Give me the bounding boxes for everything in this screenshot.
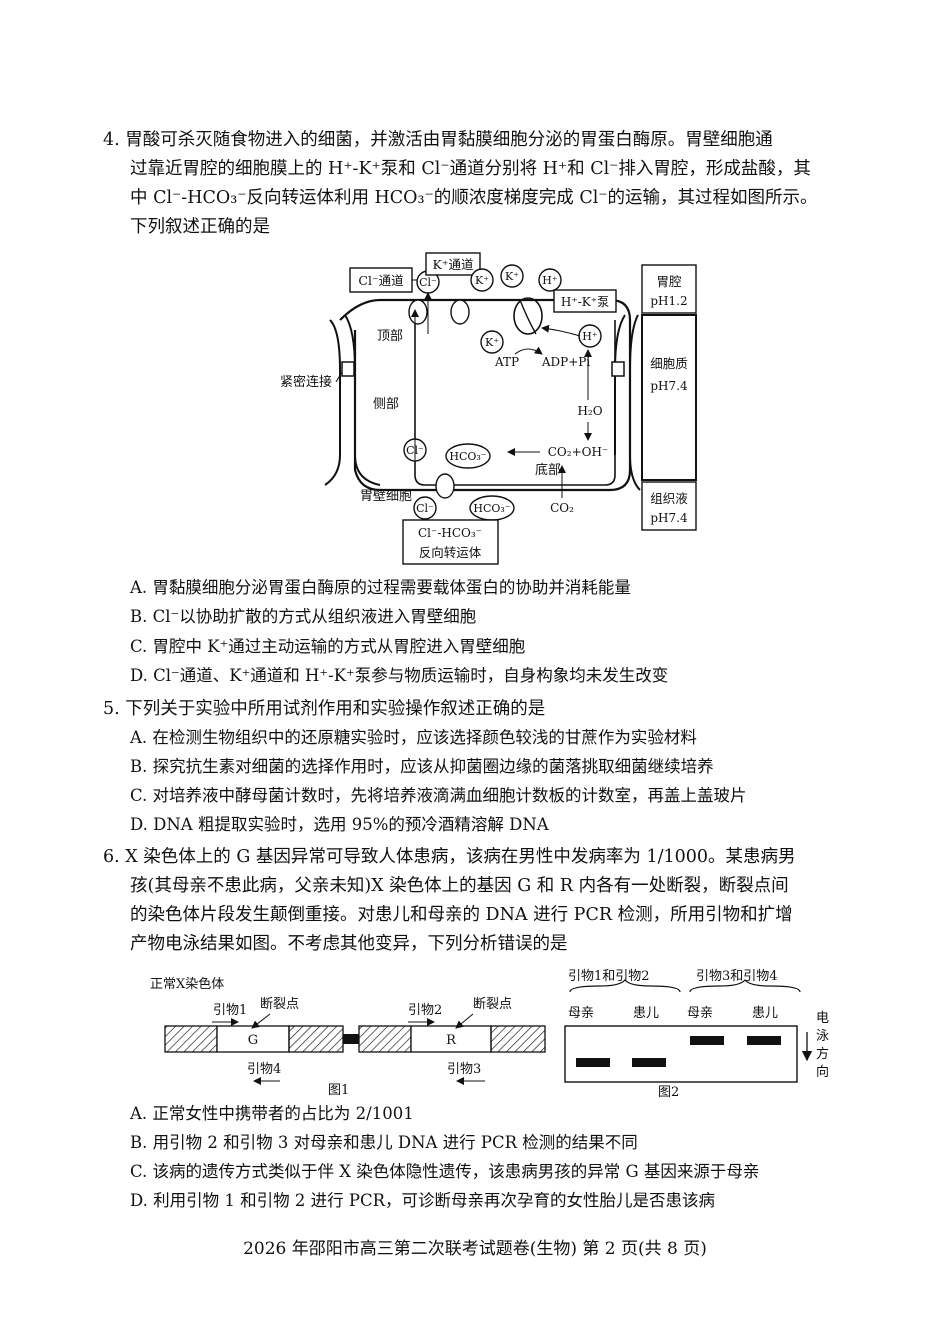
tissue-fluid-label: 组织液 <box>650 491 688 506</box>
primer4-label: 引物4 <box>247 1062 281 1077</box>
tissue-fluid-ph: pH7.4 <box>650 511 688 525</box>
q6-line-2: 孩(其母亲不患此病，父亲未知)X 染色体上的基因 G 和 R 内各有一处断裂，断… <box>130 876 789 896</box>
q4-line-2: 过靠近胃腔的细胞膜上的 H⁺-K⁺泵和 Cl⁻通道分别将 H⁺和 Cl⁻排入胃腔… <box>130 159 811 179</box>
k-ion-inside: K⁺ <box>485 336 499 349</box>
q4-option-b[interactable]: B. Cl⁻以协助扩散的方式从组织液进入胃壁细胞 <box>130 607 477 626</box>
gene-r-label: R <box>446 1033 457 1048</box>
adp-label: ADP+Pi <box>541 355 590 369</box>
side-label: 侧部 <box>373 397 399 412</box>
co2-label: CO₂ <box>550 501 574 515</box>
cell-membrane-outer <box>339 298 632 492</box>
fig2-mother-2: 母亲 <box>687 1006 713 1021</box>
q4-option-c[interactable]: C. 胃腔中 K⁺通过主动运输的方式从胃腔进入胃壁细胞 <box>130 637 526 656</box>
direction-char-4: 向 <box>816 1064 829 1080</box>
q6-line-3: 的染色体片段发生颠倒重接。对患儿和母亲的 DNA 进行 PCR 检测，所用引物和… <box>130 905 793 925</box>
q6-option-d[interactable]: D. 利用引物 1 和引物 2 进行 PCR，可诊断母亲再次孕育的女性胎儿是否患… <box>130 1191 716 1210</box>
tight-junction-right <box>611 361 625 377</box>
direction-char-2: 泳 <box>816 1029 829 1044</box>
q4-line-3: 中 Cl⁻-HCO₃⁻反向转运体利用 HCO₃⁻的顺浓度梯度完成 Cl⁻的运输，… <box>130 188 818 208</box>
break-label-2: 断裂点 <box>473 997 512 1012</box>
k-channel-label: K⁺通道 <box>433 257 474 272</box>
antiporter-shape <box>435 473 455 499</box>
direction-char-1: 电 <box>816 1011 829 1026</box>
q6-line-4: 产物电泳结果如图。不考虑其他变异，下列分析错误的是 <box>130 934 568 954</box>
hco3-outside: HCO₃⁻ <box>473 502 510 515</box>
band-child-p12 <box>632 1058 666 1067</box>
q5-option-a[interactable]: A. 在检测生物组织中的还原糖实验时，应该选择颜色较浅的甘蔗作为实验材料 <box>130 728 697 747</box>
atp-label: ATP <box>494 355 519 369</box>
q5-option-b[interactable]: B. 探究抗生素对细菌的选择作用时，应该从抑菌圈边缘的菌落挑取细菌继续培养 <box>130 757 714 776</box>
k-channel-shape <box>450 299 470 325</box>
lumen-ph: pH1.2 <box>650 294 687 308</box>
cytoplasm-label: 细胞质 <box>650 356 688 371</box>
antiporter-label-2: 反向转运体 <box>419 545 482 560</box>
q5-stem: 5. 下列关于实验中所用试剂作用和实验操作叙述正确的是 <box>103 699 546 719</box>
gel-frame <box>564 1025 798 1083</box>
k-ion-2: K⁺ <box>505 270 519 283</box>
top-label: 顶部 <box>377 329 403 344</box>
break-label-1: 断裂点 <box>260 997 299 1012</box>
primer1-label: 引物1 <box>213 1003 247 1018</box>
primer2-label: 引物2 <box>408 1003 442 1018</box>
k-ion-1: K⁺ <box>475 274 489 287</box>
q4-line-1: 4. 胃酸可杀灭随食物进入的细菌，并激活由胃黏膜细胞分泌的胃蛋白酶原。胃壁细胞通 <box>103 130 773 150</box>
q4-option-d[interactable]: D. Cl⁻通道、K⁺通道和 H⁺-K⁺泵参与物质运输时，自身构象均未发生改变 <box>130 666 669 685</box>
electrophoresis-figure: 引物1和引物2 引物3和引物4 母亲 患儿 母亲 患儿 电 泳 方 向 图2 <box>564 969 829 1100</box>
primer3-label: 引物3 <box>447 1062 481 1077</box>
q4-option-a[interactable]: A. 胃黏膜细胞分泌胃蛋白酶原的过程需要载体蛋白的协助并消耗能量 <box>130 578 631 597</box>
fig2-group1: 引物1和引物2 <box>568 969 650 984</box>
hco3-inside: HCO₃⁻ <box>449 450 486 463</box>
fig2-child-2: 患儿 <box>752 1006 778 1021</box>
gene-g-label: G <box>248 1033 258 1048</box>
cl-ion-outside: Cl⁻ <box>416 502 434 515</box>
fig2-group2: 引物3和引物4 <box>696 969 778 984</box>
tight-junction-left <box>341 361 355 377</box>
hk-pump-shape <box>513 297 543 335</box>
q4-line-4: 下列叙述正确的是 <box>130 217 270 237</box>
q6-line-1: 6. X 染色体上的 G 基因异常可导致人体患病，该病在男性中发病率为 1/10… <box>103 847 796 867</box>
bottom-label: 底部 <box>535 462 561 478</box>
centromere <box>343 1034 359 1044</box>
cl-channel-shape <box>408 299 428 325</box>
fig2-mother-1: 母亲 <box>568 1006 594 1021</box>
h-ion-top: H⁺ <box>542 274 558 287</box>
fig2-child-1: 患儿 <box>633 1006 659 1021</box>
page-footer: 2026 年邵阳市高三第二次联考试题卷(生物) 第 2 页(共 8 页) <box>243 1239 707 1259</box>
hk-pump-label: H⁺-K⁺泵 <box>561 295 609 309</box>
fig1-caption: 图1 <box>328 1083 349 1098</box>
q6-option-b[interactable]: B. 用引物 2 和引物 3 对母亲和患儿 DNA 进行 PCR 检测的结果不同 <box>130 1133 638 1152</box>
parietal-cell-label: 胃壁细胞 <box>360 489 412 504</box>
band-child-p34 <box>747 1036 781 1045</box>
cl-channel-label: Cl⁻通道 <box>358 273 404 288</box>
cl-ion-top: Cl⁻ <box>419 276 437 289</box>
fig1-title: 正常X染色体 <box>150 976 224 992</box>
antiporter-label-1: Cl⁻-HCO₃⁻ <box>418 526 482 540</box>
h-ion-inside: H⁺ <box>582 330 598 343</box>
q6-option-a[interactable]: A. 正常女性中携带者的占比为 2/1001 <box>130 1104 414 1123</box>
cytoplasm-ph: pH7.4 <box>650 379 688 393</box>
direction-char-3: 方 <box>816 1046 829 1062</box>
q6-option-c[interactable]: C. 该病的遗传方式类似于伴 X 染色体隐性遗传，该患病男孩的异常 G 基因来源… <box>130 1162 760 1181</box>
band-mother-p12 <box>576 1058 610 1067</box>
tight-junction-label: 紧密连接 <box>280 374 332 390</box>
q5-option-d[interactable]: D. DNA 粗提取实验时，选用 95%的预冷酒精溶解 DNA <box>130 815 549 834</box>
h2o-label: H₂O <box>577 404 602 418</box>
parietal-cell-figure: Cl⁻通道 Cl⁻ K⁺通道 K⁺ K⁺ H⁺ H⁺-K⁺泵 K⁺ H⁺ ATP… <box>280 252 697 565</box>
cell-membrane-inner <box>414 305 616 486</box>
q5-option-c[interactable]: C. 对培养液中酵母菌计数时，先将培养液滴满血细胞计数板的计数室，再盖上盖玻片 <box>130 786 747 805</box>
band-mother-p34 <box>690 1036 724 1045</box>
chromosome-figure: 正常X染色体 G R 引物1 断裂点 引物2 断裂点 引物4 引物3 图1 <box>150 976 546 1098</box>
lumen-label: 胃腔 <box>656 274 681 289</box>
fig2-caption: 图2 <box>658 1085 679 1100</box>
co2-oh-label: CO₂+OH⁻ <box>548 445 609 459</box>
gene-r-segment <box>410 1025 492 1053</box>
